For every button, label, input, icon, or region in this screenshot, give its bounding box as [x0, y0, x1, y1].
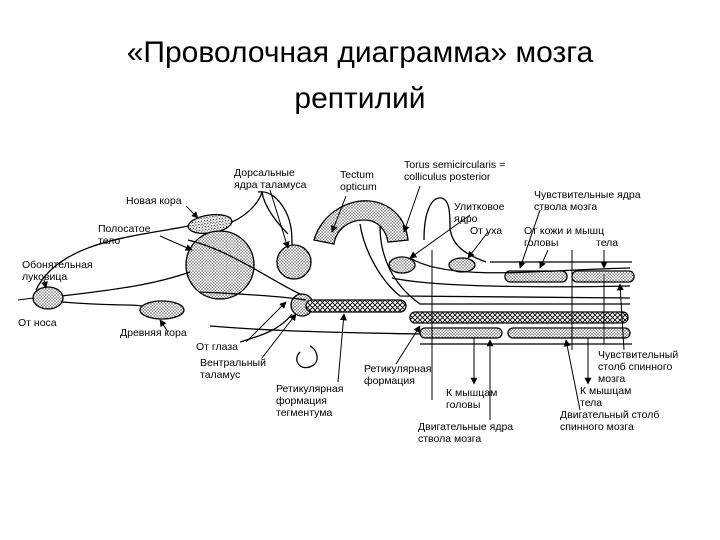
label-body-1: тела [596, 237, 618, 249]
motor-spinal-column [507, 327, 631, 339]
label-reticular-tegmentum: Ретикулярная формация тегментума [276, 383, 346, 419]
arrows [41, 185, 625, 420]
label-from-nose: От носа [18, 317, 57, 329]
arrow-motor-spinal [563, 339, 581, 411]
reticular-formation-tegmentum [305, 299, 407, 313]
label-from-eye: От глаза [196, 341, 238, 353]
tectal-tract-2 [379, 225, 630, 305]
reticular-formation-column [409, 311, 629, 324]
arrow-neocortex [185, 205, 199, 219]
descending-1 [199, 291, 307, 301]
basal-line [209, 325, 421, 335]
outer-loop-2 [231, 191, 289, 235]
label-from-skin: От кожи и мышц головы [524, 225, 607, 249]
arrow-cochlear [409, 214, 471, 259]
pathways [17, 191, 632, 400]
arrow-sensory-brainstem [518, 209, 541, 269]
cochlear-nucleus-shape [388, 256, 416, 274]
arrow-paleocortex [159, 319, 169, 333]
title-line-2: рептилий [294, 82, 426, 115]
thalamus-stalk [257, 191, 293, 246]
sensory-brainstem-column [504, 270, 568, 283]
sensory-mid [391, 277, 631, 288]
arrow-skin-head [539, 249, 549, 269]
torus-loop [423, 197, 487, 263]
olfactory-bulb-shape [32, 286, 64, 310]
arrow-from-eye [245, 301, 287, 343]
label-neocortex: Новая кора [126, 195, 182, 207]
tectum-opticum-shape [313, 200, 409, 245]
arrow-ventral-thalamus [261, 313, 297, 359]
label-olfactory-bulb: Обонятельная луковица [22, 259, 96, 283]
label-dorsal-thalamus: Дорсальные ядра таламуса [234, 167, 307, 191]
label-ventral-thalamus: Вентральный таламус [200, 357, 269, 381]
label-tectum: Tectum opticum [340, 169, 377, 193]
arrow-sensory-spinal [616, 283, 625, 351]
label-striatum: Полосатое тело [98, 223, 153, 247]
arrow-ear [467, 231, 489, 259]
label-motor-spinal: Двигательный столб спинного мозга [560, 409, 662, 433]
arrow-olfactory-bulb [41, 279, 48, 289]
sensory-spinal-column [571, 270, 635, 283]
label-motor-brainstem: Двигательные ядра ствола мозга [418, 421, 516, 445]
arrow-reticular-tegmentum [337, 313, 347, 383]
labels: Дорсальные ядра таламуса Tectum opticum … [18, 159, 681, 445]
outer-loop [35, 225, 189, 291]
label-from-ear: От уха [470, 225, 502, 237]
eye-line [239, 313, 293, 343]
ventral-loop [296, 345, 318, 369]
descending-2 [187, 239, 301, 295]
label-paleocortex: Древняя кора [120, 327, 187, 339]
dorsal-thalamus-shape [276, 244, 312, 280]
arrow-reticular-formation [395, 325, 421, 365]
striatum-shape [185, 230, 255, 300]
label-sensory-brainstem: Чувствительные ядра ствола мозга [534, 189, 644, 213]
label-cochlear: Улитковое ядро [454, 201, 507, 225]
label-reticular-formation: Ретикулярная формация [364, 363, 434, 387]
paleocortex-shape [139, 300, 185, 320]
arrow-tectum [331, 195, 347, 233]
label-to-body-muscles: К мышцам тела [580, 385, 634, 409]
sensory-upper [409, 257, 631, 274]
title-line-1: «Проволочная диаграмма» мозга [126, 36, 594, 69]
from-nose-line [17, 297, 35, 301]
label-to-head-muscles: К мышцам головы [446, 387, 500, 411]
tectal-tract-1 [359, 223, 631, 299]
structures [32, 200, 635, 339]
arrow-striatum [159, 235, 193, 251]
olfactory-tract-lower [61, 301, 143, 307]
arrow-dorsal-thalamus [269, 189, 290, 249]
page-title: «Проволочная диаграмма» мозга рептилий [60, 30, 660, 122]
olfactory-tract [61, 271, 191, 297]
arrow-torus [402, 185, 421, 233]
label-sensory-spinal: Чувствительный столб спинного мозга [598, 349, 681, 385]
label-torus: Torus semicircularis = colliculus poster… [404, 159, 508, 183]
